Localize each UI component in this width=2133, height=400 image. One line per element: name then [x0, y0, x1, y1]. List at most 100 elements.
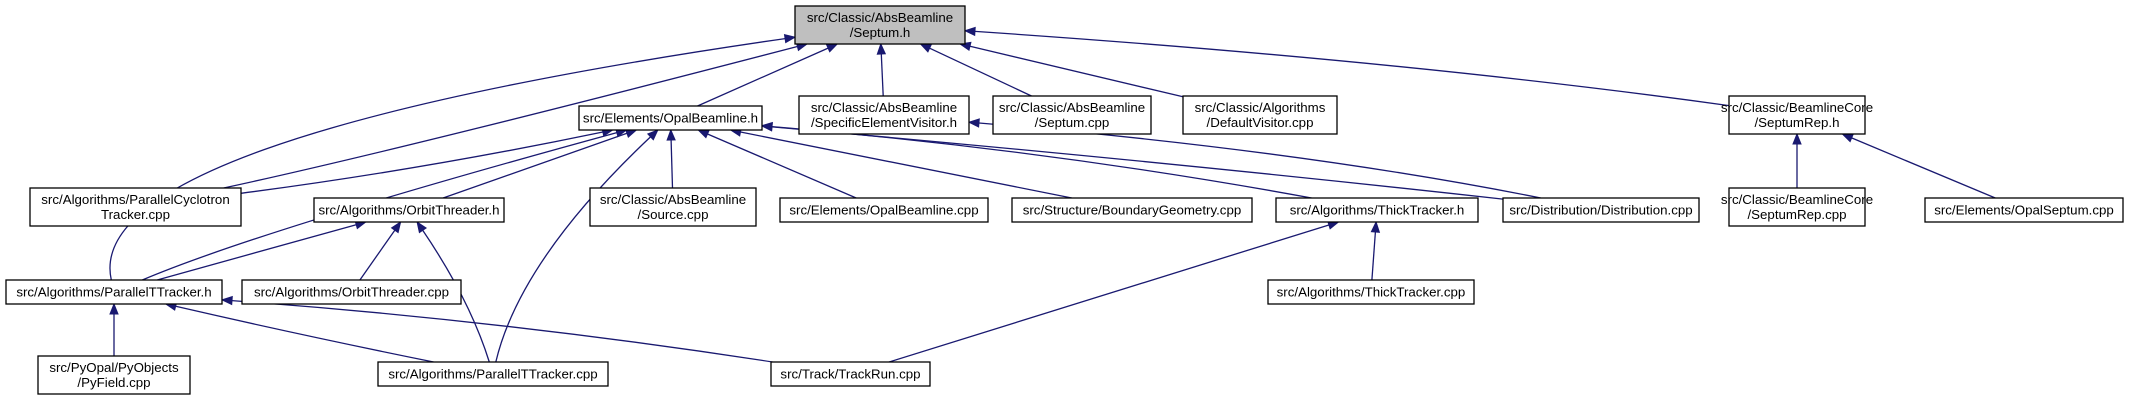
node-label-line: src/Track/TrackRun.cpp [780, 367, 920, 382]
node-defaultvisitor_cpp[interactable]: src/Classic/Algorithms/DefaultVisitor.cp… [1182, 95, 1338, 135]
edge-parallelcyclotron_cpp-to-opalbeamline_h [240, 127, 615, 194]
arrowhead-icon [1792, 132, 1802, 145]
edge-specificelementvisitor_h-to-septum_h [876, 42, 887, 97]
node-box[interactable] [377, 361, 609, 387]
edge-line [223, 45, 798, 189]
root-node-box[interactable] [794, 5, 966, 45]
node-label-line: src/Algorithms/ThickTracker.h [1290, 203, 1465, 218]
edge-line [240, 131, 604, 194]
node-box[interactable] [1011, 197, 1253, 223]
node-box[interactable] [313, 197, 505, 223]
edge-paralleltracker_h-to-orbitthreader_h [157, 220, 368, 281]
node-box[interactable] [779, 197, 989, 223]
node-opalbeamline_h[interactable]: src/Elements/OpalBeamline.h [578, 105, 763, 131]
node-label-line: src/Structure/BoundaryGeometry.cpp [1023, 203, 1242, 218]
node-box[interactable] [1728, 95, 1866, 135]
nodes-layer: src/Classic/AbsBeamline/Septum.h src/Elem… [5, 5, 2124, 395]
node-box[interactable] [992, 95, 1152, 135]
node-label-line: src/Algorithms/ParallelTTracker.cpp [388, 367, 597, 382]
node-specificelementvisitor_h[interactable]: src/Classic/AbsBeamline/SpecificElementV… [798, 95, 970, 135]
edge-pyfield_cpp-to-paralleltracker_h [109, 302, 119, 356]
node-septumrep_cpp[interactable]: src/Classic/BeamlineCore/SeptumRep.cpp [1721, 187, 1873, 227]
node-pyfield_cpp[interactable]: src/PyOpal/PyObjects/PyField.cpp [37, 355, 191, 395]
arrowhead-icon [697, 129, 710, 139]
arrowhead-icon [783, 34, 797, 44]
edge-septumrep_cpp-to-septumrep_h [1792, 132, 1802, 188]
node-boundarygeometry_cpp[interactable]: src/Structure/BoundaryGeometry.cpp [1011, 197, 1253, 223]
node-parallelcyclotron_cpp[interactable]: src/Algorithms/ParallelCyclotronTracker.… [29, 187, 242, 227]
node-orbitthreader_h[interactable]: src/Algorithms/OrbitThreader.h [313, 197, 505, 223]
node-label-line: src/Classic/Algorithms [1195, 100, 1326, 115]
node-box[interactable] [589, 187, 757, 227]
node-opalseptum_cpp[interactable]: src/Elements/OpalSeptum.cpp [1924, 197, 2124, 223]
node-septum_cpp[interactable]: src/Classic/AbsBeamline/Septum.cpp [992, 95, 1152, 135]
arrowhead-icon [220, 295, 233, 306]
edge-line [974, 30, 1730, 107]
edge-thicktracker_cpp-to-thicktracker_h [1370, 220, 1381, 281]
node-paralleltracker_cpp[interactable]: src/Algorithms/ParallelTTracker.cpp [377, 361, 609, 387]
node-label-line: src/Algorithms/ParallelTTracker.h [16, 285, 211, 300]
node-box[interactable] [798, 95, 970, 135]
node-box[interactable] [1275, 197, 1479, 223]
edge-line [880, 53, 884, 97]
node-opalbeamline_cpp[interactable]: src/Elements/OpalBeamline.cpp [779, 197, 989, 223]
node-thicktracker_h[interactable]: src/Algorithms/ThickTracker.h [1275, 197, 1479, 223]
node-box[interactable] [1267, 279, 1475, 305]
edge-line [157, 224, 357, 281]
node-box[interactable] [578, 105, 763, 131]
node-distribution_cpp[interactable]: src/Distribution/Distribution.cpp [1502, 197, 1700, 223]
edges-layer [109, 26, 1996, 363]
node-label-line: /PyField.cpp [77, 375, 150, 390]
edge-line [109, 37, 786, 281]
edge-paralleltracker_h-to-septum_h [109, 34, 797, 281]
node-box[interactable] [1924, 197, 2124, 223]
node-label-line: src/Distribution/Distribution.cpp [1509, 203, 1692, 218]
node-box[interactable] [1728, 187, 1866, 227]
node-source_cpp[interactable]: src/Classic/AbsBeamline/Source.cpp [589, 187, 757, 227]
node-box[interactable] [5, 279, 223, 305]
node-box[interactable] [29, 187, 242, 227]
edge-line [707, 133, 857, 199]
node-label-line: /DefaultVisitor.cpp [1207, 115, 1314, 130]
arrowhead-icon [416, 220, 427, 234]
node-label-line: /Septum.cpp [1035, 115, 1110, 130]
edge-source_cpp-to-opalbeamline_h [666, 128, 676, 189]
edge-line [969, 45, 1184, 98]
edge-defaultvisitor_cpp-to-septum_h [958, 41, 1184, 98]
node-label-line: /SeptumRep.h [1754, 115, 1839, 130]
node-label-line: /SeptumRep.cpp [1747, 207, 1846, 222]
arrowhead-icon [760, 122, 773, 132]
edge-line [771, 126, 1504, 200]
edge-line [422, 229, 490, 363]
node-box[interactable] [37, 355, 191, 395]
arrowhead-icon [1370, 220, 1381, 233]
node-orbitthreader_cpp[interactable]: src/Algorithms/OrbitThreader.cpp [241, 279, 462, 305]
arrowhead-icon [963, 26, 976, 37]
node-label-line: /Source.cpp [638, 207, 709, 222]
node-septum_h[interactable]: src/Classic/AbsBeamline/Septum.h [794, 5, 966, 45]
node-box[interactable] [770, 361, 931, 387]
edge-line [888, 224, 1330, 363]
node-paralleltracker_h[interactable]: src/Algorithms/ParallelTTracker.h [5, 279, 223, 305]
node-box[interactable] [1182, 95, 1338, 135]
arrowhead-icon [666, 128, 676, 141]
edge-paralleltracker_cpp-to-orbitthreader_h [416, 220, 490, 363]
node-label-line: /SpecificElementVisitor.h [811, 115, 957, 130]
node-label-line: Tracker.cpp [101, 207, 170, 222]
edge-line [495, 136, 651, 363]
edge-line [1371, 231, 1377, 281]
node-label-line: /Septum.h [850, 25, 911, 40]
node-trackrun_cpp[interactable]: src/Track/TrackRun.cpp [770, 361, 931, 387]
edge-septumrep_h-to-septum_h [963, 26, 1730, 107]
node-thicktracker_cpp[interactable]: src/Algorithms/ThickTracker.cpp [1267, 279, 1475, 305]
node-label-line: src/Classic/AbsBeamline [600, 192, 746, 207]
edge-paralleltracker_cpp-to-opalbeamline_h [495, 129, 659, 363]
node-septumrep_h[interactable]: src/Classic/BeamlineCore/SeptumRep.h [1721, 95, 1873, 135]
arrowhead-icon [390, 220, 402, 234]
arrowhead-icon [646, 129, 659, 141]
edge-trackrun_cpp-to-thicktracker_h [888, 220, 1340, 363]
node-label-line: src/Elements/OpalBeamline.cpp [789, 203, 978, 218]
node-box[interactable] [241, 279, 462, 305]
node-box[interactable] [1502, 197, 1700, 223]
node-label-line: src/Algorithms/ParallelCyclotron [41, 192, 229, 207]
